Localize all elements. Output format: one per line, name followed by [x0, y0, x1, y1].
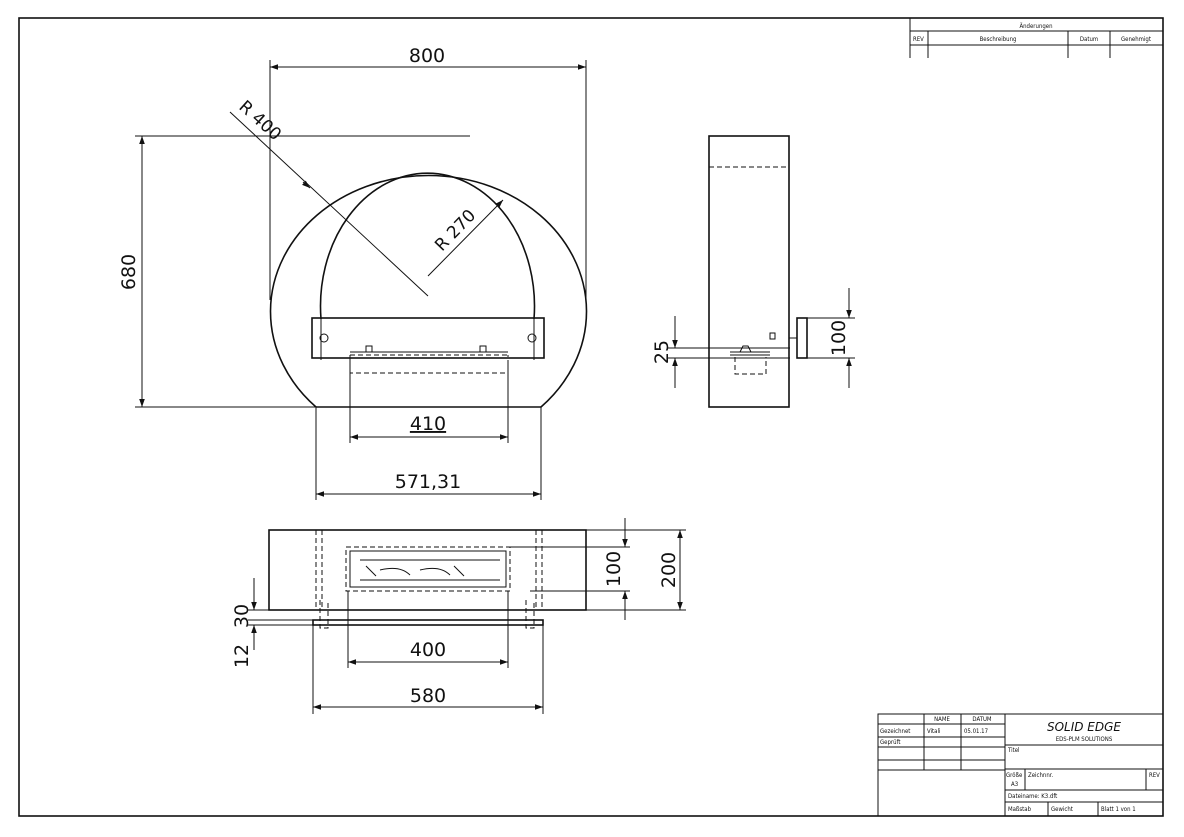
filename: Dateiname: K3.dft: [1008, 793, 1057, 800]
revision-col-rev: REV: [913, 36, 924, 43]
dim-top-foot: 30: [231, 604, 253, 628]
revision-col-approved: Genehmigt: [1121, 36, 1151, 43]
title-block: NAME DATUM Gezeichnet Vitali 05.01.17 Ge…: [877, 713, 1164, 817]
revision-col-date: Datum: [1080, 36, 1098, 43]
size-value: A3: [1011, 781, 1018, 788]
drawn-label: Gezeichnet: [880, 728, 910, 735]
dim-top-feet-span: 580: [410, 685, 446, 707]
dim-top-foot-thk: 12: [231, 644, 253, 668]
drawn-name: Vitali: [927, 728, 940, 735]
side-view: 100 25: [651, 135, 855, 408]
revision-col-description: Beschreibung: [980, 36, 1017, 43]
sheet-label: Blatt 1 von 1: [1101, 806, 1136, 813]
title-col-name: NAME: [934, 716, 950, 723]
dim-offset: 25: [651, 340, 673, 364]
logo-brand: SOLID EDGE: [1047, 720, 1121, 734]
title-label: Titel: [1007, 747, 1020, 754]
drawn-date: 05.01.17: [964, 728, 988, 735]
revision-block: Änderungen REV Beschreibung Datum Genehm…: [909, 17, 1164, 58]
front-view: 800 680 R 400 R 270 410 571,31: [118, 45, 588, 500]
weight-label: Gewicht: [1051, 806, 1073, 813]
dim-top-inner: 100: [603, 551, 625, 587]
dim-top-depth: 200: [658, 552, 680, 588]
drawing-no-label: Zeichnnr.: [1028, 772, 1053, 779]
size-label: Größe: [1006, 772, 1023, 779]
dim-width: 800: [409, 45, 445, 67]
top-view: 100 200 30 12 400 580: [231, 518, 686, 714]
dim-base: 571,31: [395, 471, 461, 493]
dim-height: 680: [118, 254, 140, 290]
dim-outer-radius: R 400: [235, 97, 285, 145]
dim-opening: 410: [410, 413, 446, 435]
drawing-border: [18, 17, 1164, 817]
logo-sub: EDS-PLM SOLUTIONS: [1056, 736, 1113, 743]
revision-title: Änderungen: [1019, 23, 1052, 30]
title-col-date: DATUM: [972, 716, 992, 723]
dim-top-burner: 400: [410, 639, 446, 661]
scale-label: Maßstab: [1008, 806, 1032, 813]
rev-label: REV: [1149, 772, 1160, 779]
dim-handle: 100: [828, 320, 850, 356]
checked-label: Geprüft: [880, 739, 900, 746]
